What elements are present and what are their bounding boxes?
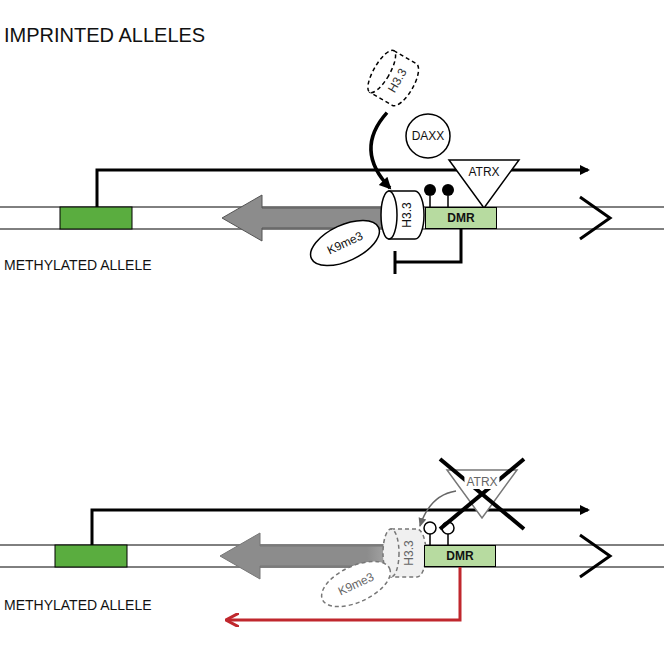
histone-h3-3: H3.3: [361, 45, 424, 110]
dna-track: [0, 170, 664, 274]
dna-track: [0, 510, 664, 620]
dmr-box: DMR: [425, 207, 497, 229]
node-label: ATRX: [464, 475, 499, 489]
dmr-box: DMR: [424, 545, 496, 567]
histone-h3-3: H3.3: [380, 190, 424, 240]
title: IMPRINTED ALLELES: [4, 24, 205, 47]
allele-label: METHYLATED ALLELE: [4, 257, 152, 273]
node-label: DMR: [446, 549, 473, 563]
node-label: H3.3: [402, 540, 416, 565]
node-label: ATRX: [468, 165, 499, 179]
node-label: H3.3: [400, 202, 414, 227]
recruitment-arrow: [371, 113, 390, 188]
atrx-protein: ATRX: [446, 469, 518, 519]
allele-label: METHYLATED ALLELE: [4, 597, 152, 613]
node-label: DAXX: [412, 129, 445, 143]
atrx-protein: ATRX: [448, 159, 520, 209]
daxx-protein: DAXX: [405, 113, 451, 159]
node-label: DMR: [447, 211, 474, 225]
